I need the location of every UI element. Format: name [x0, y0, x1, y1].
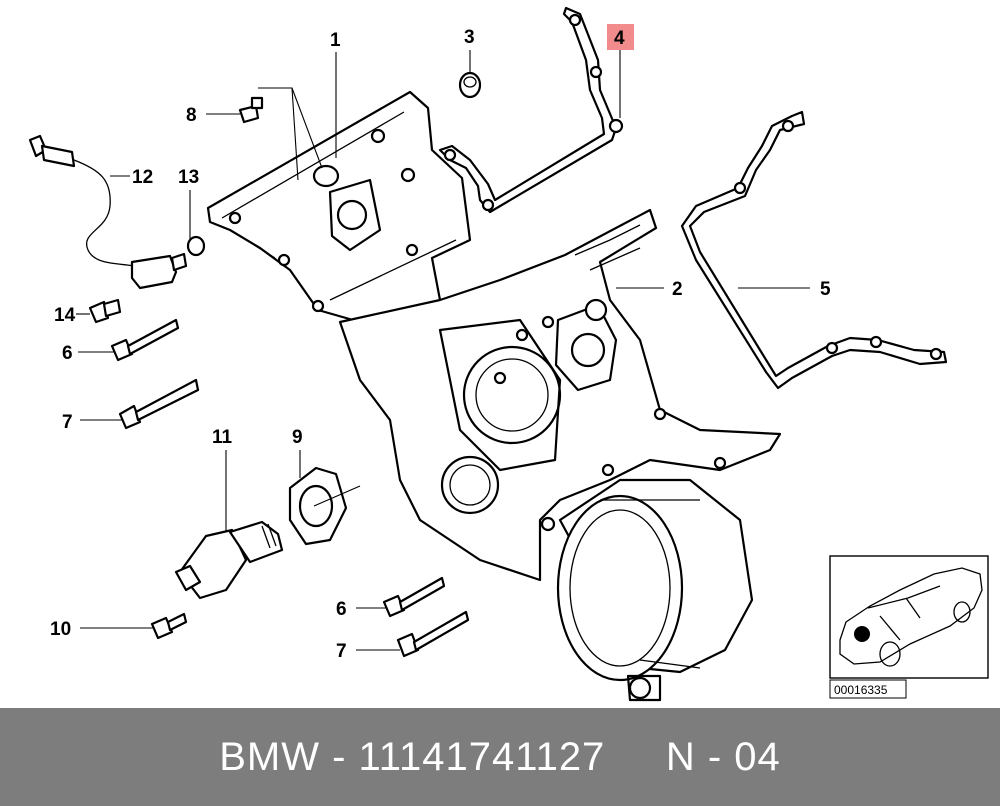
callout-10: 10 [50, 619, 71, 640]
bolt-part-6-bottom [382, 576, 446, 618]
callout-12: 12 [132, 167, 153, 188]
callout-14: 14 [54, 305, 76, 326]
upper-timing-cover [206, 90, 472, 324]
gasket-part-5 [680, 110, 948, 390]
callout-3: 3 [464, 27, 475, 48]
callout-6-bottom: 6 [336, 599, 347, 620]
callout-11: 11 [212, 427, 233, 448]
footer-bar: BMW - 11141741127 N - 04 [0, 708, 1000, 806]
gasket-part-9 [288, 466, 348, 546]
solenoid-part-11 [174, 520, 284, 600]
bolt-part-8 [238, 96, 264, 124]
lower-timing-case [338, 208, 782, 582]
callout-6-left: 6 [62, 343, 73, 364]
callout-2: 2 [672, 279, 683, 300]
o-ring-part-13 [186, 235, 206, 257]
footer-part-number: BMW - 11141741127 N - 04 [219, 734, 781, 779]
bolt-part-6-left [110, 318, 180, 362]
bell-housing [540, 478, 754, 702]
car-location-inset: 00016335 [829, 555, 989, 699]
callout-9: 9 [292, 427, 303, 448]
callout-5: 5 [820, 279, 831, 300]
gasket-part-4 [438, 6, 624, 214]
location-marker [854, 626, 870, 642]
callout-1: 1 [330, 30, 341, 51]
bolt-part-10 [150, 612, 188, 640]
seal-ring-part-3 [458, 71, 482, 99]
callout-4: 4 [614, 28, 625, 49]
callout-8: 8 [186, 105, 197, 126]
bolt-part-7-left [118, 378, 200, 430]
sensor-part-12 [28, 134, 188, 290]
bolt-part-7-bottom [396, 610, 470, 658]
screw-part-14 [88, 298, 122, 324]
leader-lines [76, 50, 810, 651]
parts-diagram: 1 2 3 4 5 6 6 7 7 8 9 10 11 12 13 14 000… [28, 6, 989, 702]
part-4-highlight-box [607, 24, 634, 50]
callout-7-bottom: 7 [336, 641, 347, 662]
car-illustration [839, 567, 983, 667]
callout-13: 13 [178, 167, 199, 188]
callout-7-left: 7 [62, 412, 73, 433]
inset-reference-number: 00016335 [834, 683, 888, 697]
